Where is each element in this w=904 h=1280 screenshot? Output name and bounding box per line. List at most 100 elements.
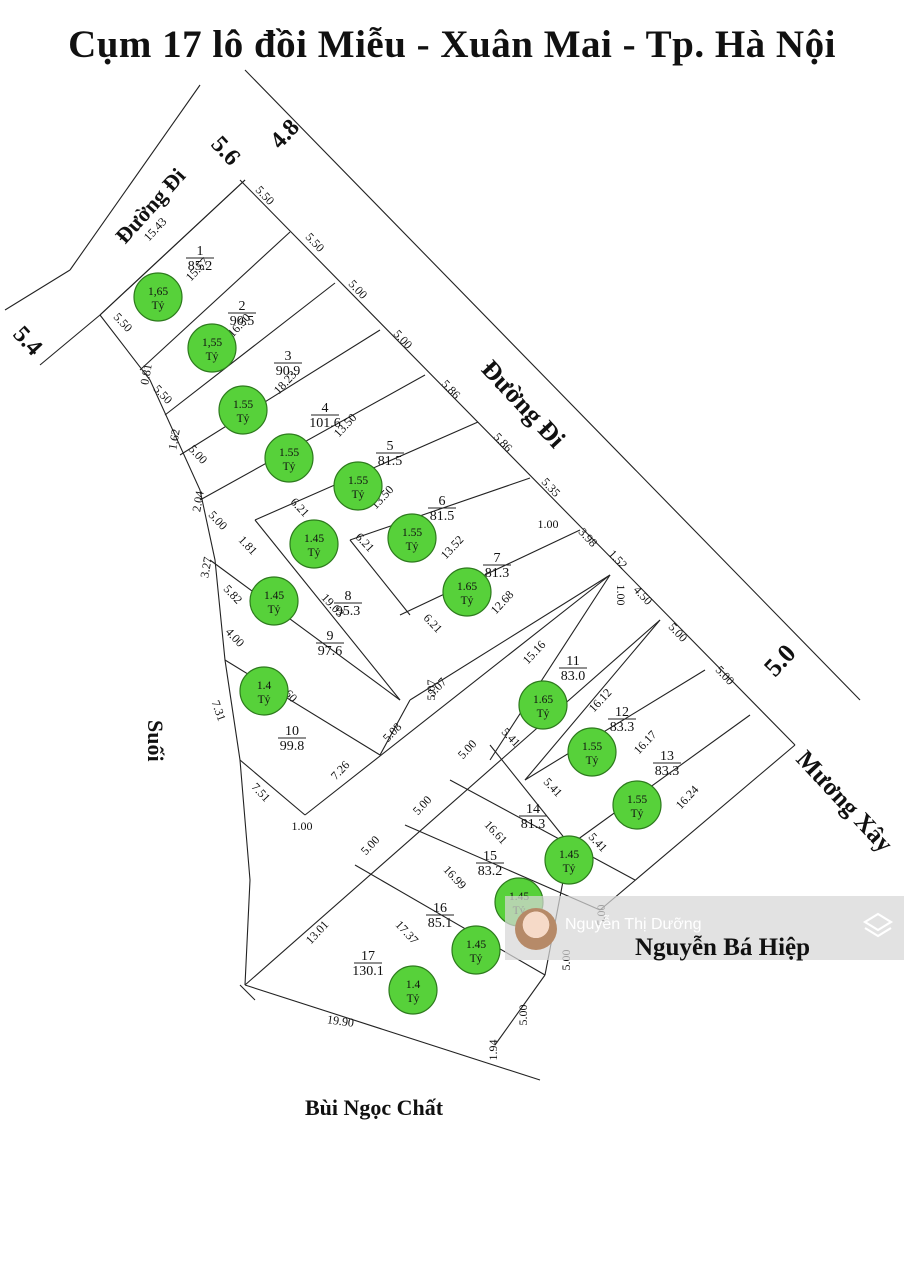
dimension-label: 0.81	[137, 363, 154, 386]
lot-area: 83.3	[655, 764, 680, 779]
dimension-label: 5.00	[516, 1005, 530, 1026]
price-marker[interactable]	[387, 513, 437, 563]
dimension-label: 5.86	[439, 377, 464, 402]
lot-area: 130.1	[352, 964, 384, 979]
lot-price-unit: Tỷ	[406, 541, 419, 553]
dimension-label: 7.51	[249, 780, 274, 805]
lot-number: 10	[285, 724, 299, 739]
price-marker[interactable]	[239, 666, 289, 716]
lot-price: 1,55	[202, 337, 222, 349]
lot-price-unit: Tỷ	[563, 863, 576, 875]
lot-price-unit: Tỷ	[268, 604, 281, 616]
lot-price: 1.55	[233, 399, 253, 411]
price-marker[interactable]	[289, 519, 339, 569]
road-width-5-6: 5.6	[206, 131, 245, 171]
lot-price: 1.55	[627, 794, 647, 806]
dimension-label: 5.86	[491, 430, 516, 455]
lot-price-unit: Tỷ	[470, 953, 483, 965]
price-marker[interactable]	[133, 272, 183, 322]
dimension-label: 5.00	[391, 327, 416, 352]
lot-area: 81.3	[521, 817, 546, 832]
price-marker[interactable]	[218, 385, 268, 435]
lot-price-unit: Tỷ	[631, 808, 644, 820]
lot-number: 16	[433, 901, 447, 916]
lot-number: 6	[439, 494, 446, 509]
lot-price: 1.4	[257, 680, 272, 692]
lot-area: 101.6	[309, 416, 341, 431]
dimension-label: 16.24	[673, 783, 702, 812]
lot-number: 3	[285, 349, 292, 364]
price-marker[interactable]	[451, 925, 501, 975]
dimension-label: 13.01	[303, 918, 332, 947]
dimension-label: 7.26	[328, 758, 353, 783]
lot-number: 8	[345, 589, 352, 604]
price-marker[interactable]	[264, 433, 314, 483]
road-label-duong-di-right: Đường Đi	[476, 354, 571, 453]
lot-area: 97.6	[318, 644, 343, 659]
dimension-label: 6.21	[353, 530, 378, 555]
price-marker[interactable]	[442, 567, 492, 617]
author-name: Nguyễn Thị Dưỡng	[565, 916, 702, 933]
dimension-label: 6.21	[421, 611, 446, 636]
lot-area: 83.0	[561, 669, 586, 684]
price-marker[interactable]	[518, 680, 568, 730]
dimension-label: 5.82	[221, 582, 246, 607]
price-marker[interactable]	[388, 965, 438, 1015]
dimension-label: 1.00	[292, 819, 313, 833]
lot-number: 4	[322, 401, 329, 416]
lot-price: 1.45	[559, 849, 579, 861]
lot-area: 83.2	[478, 864, 503, 879]
price-marker[interactable]	[333, 461, 383, 511]
price-marker[interactable]	[187, 323, 237, 373]
lot-price: 1.45	[466, 939, 486, 951]
dimension-label: 7.31	[209, 698, 229, 723]
lot-price-unit: Tỷ	[586, 755, 599, 767]
dimension-label: 1.62	[165, 428, 182, 451]
dimension-label: 4.50	[631, 583, 656, 608]
lot-number: 1	[197, 244, 204, 259]
dimension-label: 1.81	[236, 533, 261, 558]
dimension-label: 19.90	[326, 1012, 355, 1030]
lot-number: 5	[387, 439, 394, 454]
lot-area: 83.3	[610, 720, 635, 735]
dimension-label: 2.04	[189, 490, 206, 513]
dimension-label: 13.52	[438, 533, 467, 562]
lot-area: 81.3	[485, 566, 510, 581]
dimension-label: 3.27	[197, 556, 214, 579]
lot-number: 7	[494, 551, 501, 566]
dimension-label: 5.00	[186, 442, 211, 467]
dimension-label: 4.00	[223, 625, 248, 650]
road-width-5-4: 5.4	[8, 321, 47, 361]
dimension-label: 3.98	[576, 525, 601, 550]
lot-area: 81.5	[378, 454, 403, 469]
lot-area: 90.9	[276, 364, 301, 379]
lot-number: 13	[660, 749, 674, 764]
dimension-label: 5.00	[358, 833, 383, 858]
dimension-label: 1.00	[538, 517, 559, 531]
road-label-nguyen-ba-hiep: Nguyễn Bá Hiệp	[635, 934, 811, 961]
lot-area: 99.8	[280, 739, 305, 754]
price-marker[interactable]	[249, 576, 299, 626]
price-marker[interactable]	[567, 727, 617, 777]
price-marker[interactable]	[544, 835, 594, 885]
lot-number: 2	[239, 299, 246, 314]
lot-number: 17	[361, 949, 375, 964]
price-marker[interactable]	[612, 780, 662, 830]
lot-area: 90.5	[230, 314, 255, 329]
